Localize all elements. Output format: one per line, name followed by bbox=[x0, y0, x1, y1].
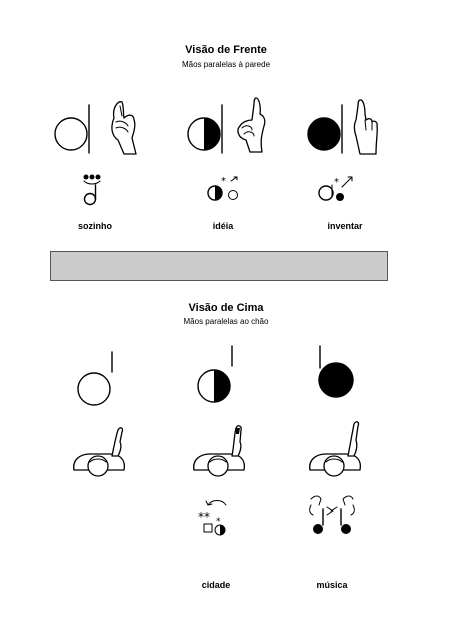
front-half-orientation-symbol bbox=[187, 104, 223, 154]
sign-label-inventar: inventar bbox=[327, 221, 363, 231]
front-hand-index-pointing-icon bbox=[237, 97, 266, 153]
svg-text:*: * bbox=[216, 517, 221, 527]
svg-text:*: * bbox=[334, 177, 339, 188]
svg-text:**: ** bbox=[198, 510, 210, 524]
front-view-subtitle: Mãos paralelas à parede bbox=[181, 60, 271, 69]
cidade-movement-glyph-icon: ** * bbox=[198, 500, 227, 536]
sozinho-movement-glyph-icon bbox=[83, 174, 101, 206]
sign-label-cidade: cidade bbox=[201, 580, 231, 590]
front-view-title: Visão de Frente bbox=[185, 44, 267, 56]
top-view-body-figure-1-icon bbox=[73, 427, 126, 477]
svg-text:*: * bbox=[221, 176, 226, 187]
top-view-body-figure-2-icon bbox=[193, 425, 246, 477]
musica-movement-glyph-icon bbox=[309, 495, 355, 534]
front-full-orientation-symbol bbox=[307, 104, 343, 154]
front-hand-fist-thumb-icon bbox=[111, 101, 137, 155]
ideia-movement-glyph-icon: * bbox=[207, 176, 238, 201]
top-empty-orientation-symbol bbox=[77, 351, 113, 406]
front-empty-orientation-symbol bbox=[54, 104, 90, 154]
top-half-orientation-symbol bbox=[197, 345, 233, 403]
top-view-body-figure-3-icon bbox=[309, 421, 362, 477]
sign-label-musica: música bbox=[316, 580, 348, 590]
inventar-movement-glyph-icon: * bbox=[318, 176, 353, 201]
top-view-title: Visão de Cima bbox=[188, 302, 264, 314]
separator-bar bbox=[50, 251, 388, 281]
sign-label-ideia: idéia bbox=[212, 221, 234, 231]
front-hand-open-index-up-icon bbox=[353, 99, 378, 155]
sign-label-sozinho: sozinho bbox=[78, 221, 112, 231]
top-full-orientation-symbol bbox=[318, 345, 354, 398]
top-view-subtitle: Mãos paralelas ao chão bbox=[183, 317, 269, 326]
